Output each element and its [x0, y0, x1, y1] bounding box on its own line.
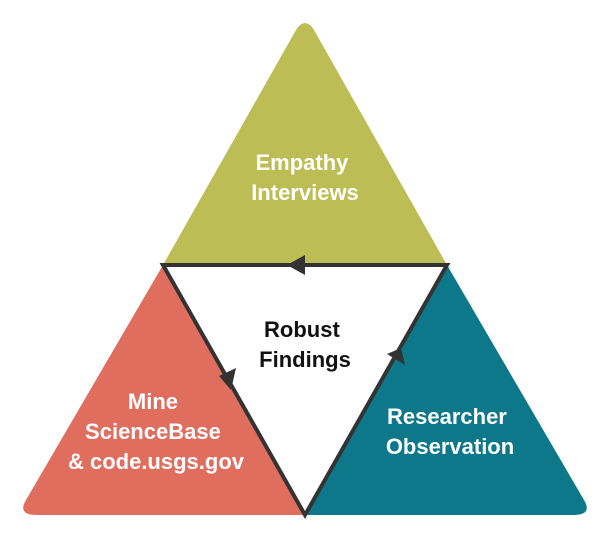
arrow-up-icon	[387, 348, 405, 365]
right-triangle	[305, 265, 587, 515]
left-node-line: & code.usgs.gov	[68, 449, 245, 474]
top-node-label: Empathy Interviews	[251, 150, 359, 205]
right-node-label: Researcher Observation	[386, 404, 514, 459]
top-node-line: Empathy	[255, 150, 349, 175]
center-node-label: Robust Findings	[259, 317, 351, 372]
right-node-line: Observation	[386, 434, 514, 459]
left-node-label: Mine ScienceBase & code.usgs.gov	[68, 389, 245, 474]
center-node-line: Robust	[264, 317, 340, 342]
left-triangle	[23, 265, 305, 515]
left-node-line: Mine	[128, 389, 178, 414]
top-node-line: Interviews	[251, 180, 359, 205]
arrow-left-icon	[287, 255, 305, 275]
top-triangle	[163, 23, 447, 265]
center-node-line: Findings	[259, 347, 351, 372]
arrow-down-icon	[219, 368, 236, 390]
left-node-line: ScienceBase	[85, 419, 221, 444]
right-node-line: Researcher	[387, 404, 507, 429]
